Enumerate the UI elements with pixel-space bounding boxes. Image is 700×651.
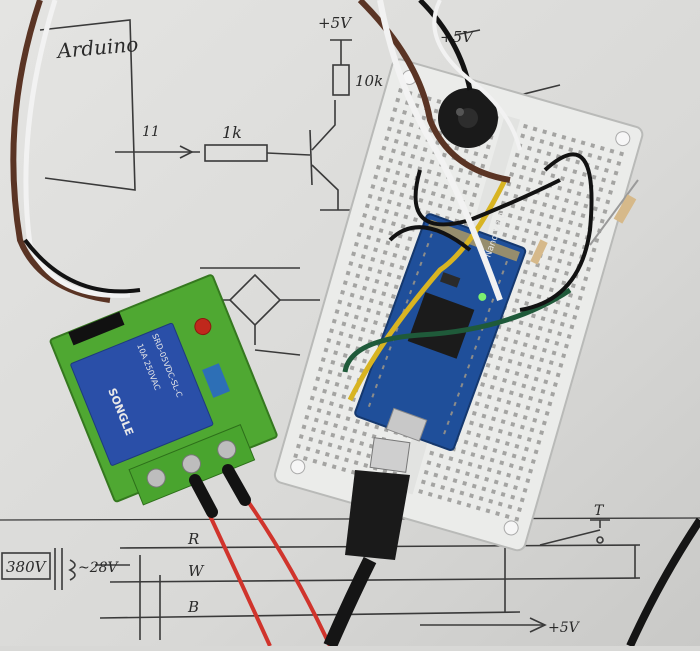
white-left-wire: [23, 0, 131, 298]
brown-left-wire: [10, 0, 111, 303]
black-jumper-wire-3: [388, 225, 472, 252]
red-wire-right: [238, 488, 332, 647]
sketch-transformer-primary-label: 380V: [6, 558, 48, 576]
buzzer: [438, 88, 498, 148]
sketch-wire-b-label: B: [187, 598, 199, 616]
resistor-right: [589, 179, 639, 246]
black-sleeve-left: [189, 474, 218, 518]
usb-cable: [323, 437, 411, 649]
white-top-wire-2: [432, 0, 522, 151]
yellow-jumper-wire: [347, 178, 508, 402]
sketch-resistor-top-label: 10k: [355, 72, 383, 90]
sketch-transformer-secondary-label: ~28V: [78, 560, 120, 576]
sketch-wire-w-label: W: [188, 562, 205, 580]
black-cable-right: [626, 517, 700, 648]
black-sleeve-right: [222, 464, 251, 506]
sketch-wire-r-label: R: [187, 530, 199, 548]
sketch-bottom-supply-label: +5V: [548, 620, 581, 636]
red-wire-left: [203, 504, 272, 647]
black-jumper-wire-1: [519, 152, 594, 312]
black-left-wire: [23, 238, 141, 294]
white-top-wire: [377, 0, 503, 302]
resistor-middle: [530, 239, 548, 265]
sketch-switch-label: T: [594, 503, 605, 519]
green-jumper-wire: [342, 287, 572, 373]
sketch-resistor-base-label: 1k: [222, 123, 242, 142]
sketch-input-pin-label: 11: [142, 124, 160, 140]
relay-module: [49, 274, 278, 506]
sketch-supply-label: +5V: [318, 14, 353, 32]
